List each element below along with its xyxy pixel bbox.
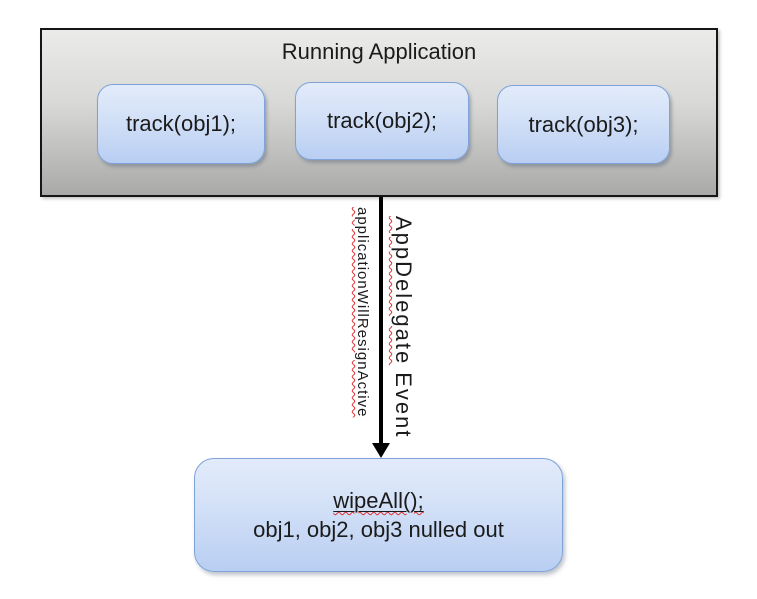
appdelegate-event-label: AppDelegateEvent — [391, 216, 416, 439]
track-obj1-label: track(obj1); — [125, 111, 237, 136]
wipe-all-box: wipeAll(); obj1, obj2, obj3 nulled out — [194, 458, 563, 572]
down-arrow-icon — [372, 443, 390, 458]
track-obj2-label: track(obj2); — [326, 108, 438, 133]
track-obj3-label: track(obj3); — [528, 111, 639, 137]
track-obj1-box: track(obj1); — [97, 84, 265, 164]
nulled-out-label: obj1, obj2, obj3 nulled out — [253, 517, 504, 542]
running-application-title: Running Application — [281, 39, 477, 64]
event-arrow-line — [379, 197, 383, 443]
application-will-resign-active-label: applicationWillResignActive — [354, 207, 371, 418]
track-obj3-box: track(obj3); — [497, 85, 670, 164]
wipe-all-label: wipeAll(); — [333, 488, 424, 513]
event-word: Event — [391, 372, 416, 439]
track-obj2-box: track(obj2); — [295, 82, 469, 160]
running-application-box: Running Application track(obj1); track(o… — [40, 28, 718, 197]
appdelegate-word: AppDelegate — [391, 216, 416, 366]
